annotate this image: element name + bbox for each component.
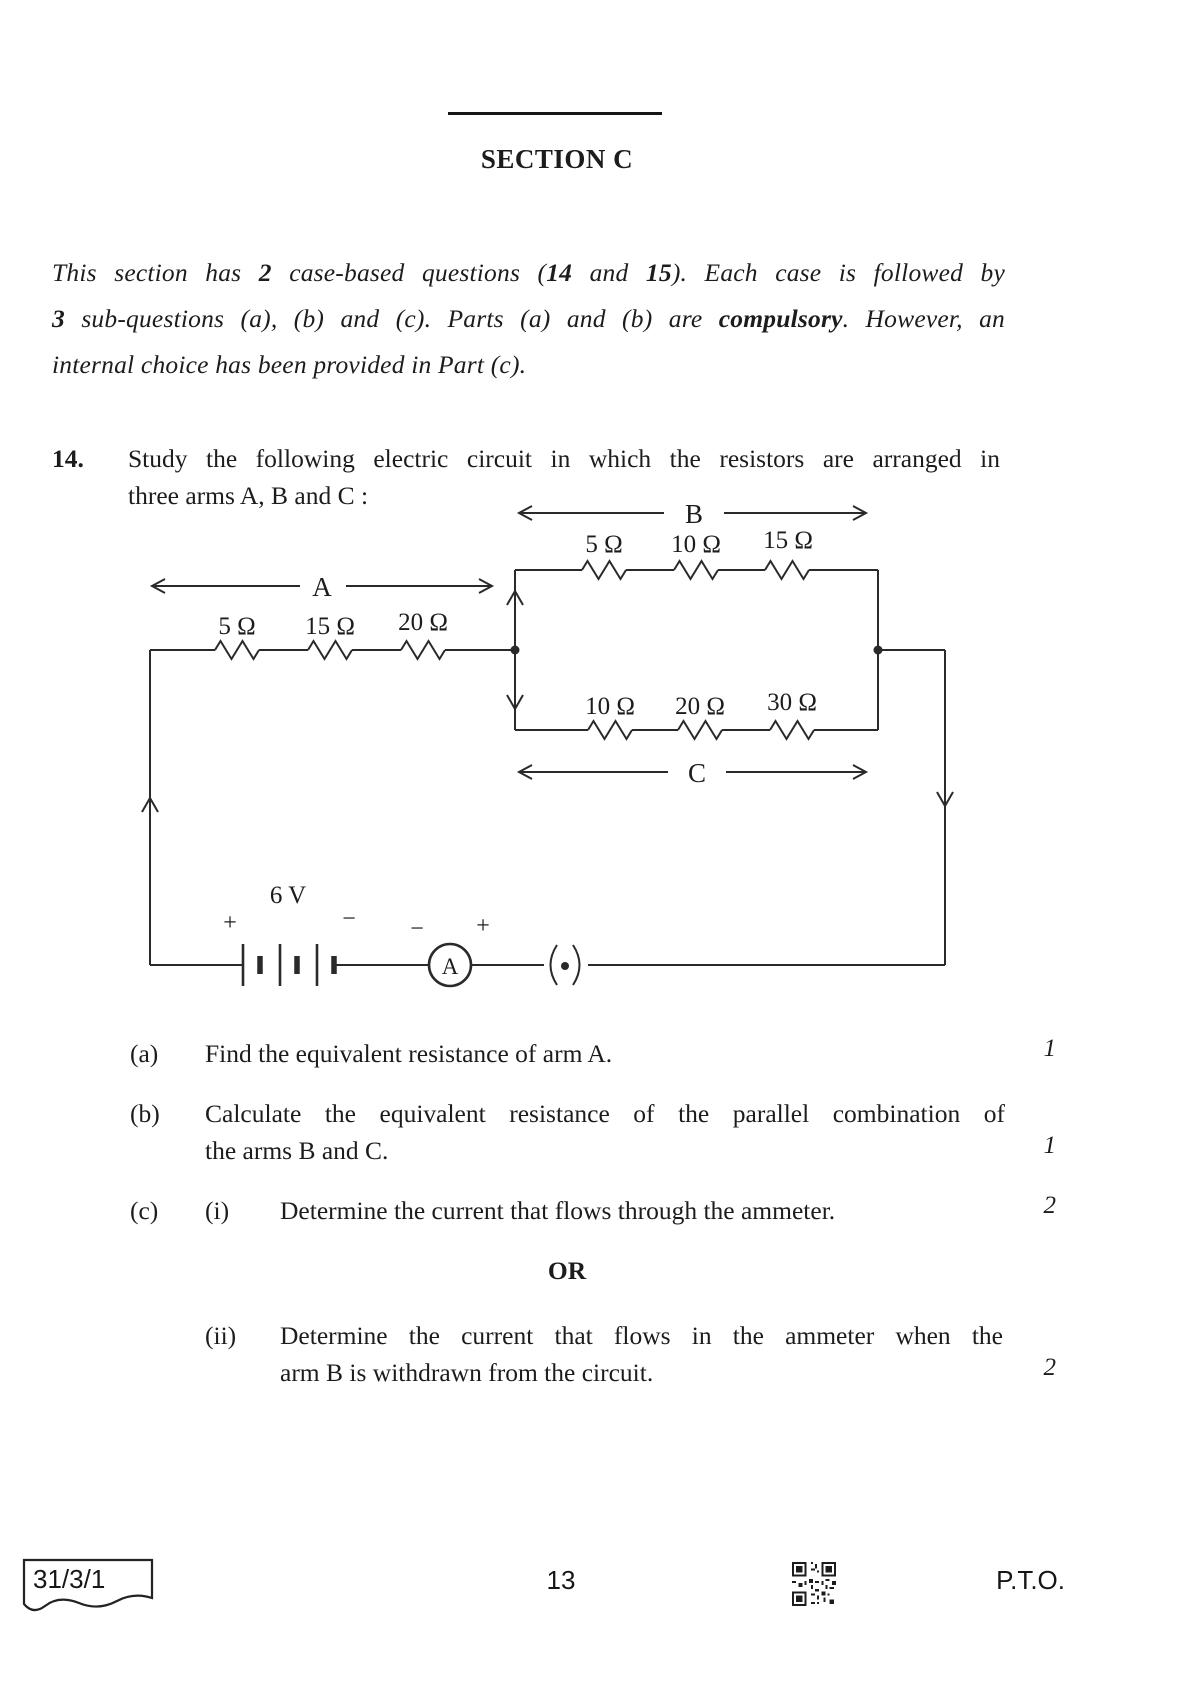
up-arrow-icon	[141, 795, 159, 813]
intro-text: case-based questions (	[271, 258, 547, 287]
header-rule	[448, 112, 662, 115]
resistor-icon	[400, 639, 446, 661]
resistor-value: 20 Ω	[398, 609, 448, 636]
plug-key-icon	[549, 944, 581, 986]
question-c-ii-line-1: Determine the current that flows in the …	[280, 1321, 1003, 1350]
intro-bold: 2	[258, 258, 272, 287]
up-arrow-icon	[506, 588, 524, 606]
page-number: 13	[546, 1565, 576, 1595]
question-c-label: (c)	[130, 1196, 159, 1225]
intro-bold: 3	[52, 304, 65, 333]
down-arrow-icon	[506, 694, 524, 712]
resistor-value: 10 Ω	[585, 693, 635, 720]
question-a-label: (a)	[130, 1039, 159, 1068]
qr-code	[792, 1562, 836, 1606]
resistor-icon	[677, 719, 723, 741]
resistor-value: 5 Ω	[585, 531, 622, 558]
arm-c-span-arrow: C	[516, 758, 869, 788]
arm-a-span-arrow: A	[149, 572, 495, 602]
question-c-ii-line-2: arm B is withdrawn from the circuit.	[280, 1358, 654, 1387]
arm-c-label: C	[688, 758, 706, 788]
resistor-value: 15 Ω	[305, 613, 355, 640]
intro-text: and	[572, 258, 646, 287]
paper-code-flag: 31/3/1	[22, 1558, 154, 1612]
question-c-i-text: Determine the current that flows through…	[280, 1196, 836, 1225]
outer-loop-wires	[141, 649, 954, 965]
resistor-icon	[673, 559, 719, 581]
node-dot	[510, 645, 520, 655]
ammeter-icon: A − +	[410, 913, 490, 988]
resistor-value: 5 Ω	[218, 613, 255, 640]
intro-line-1: This section has 2 case-based questions …	[52, 258, 1005, 288]
intro-line-3: internal choice has been provided in Par…	[52, 350, 1005, 380]
arm-c-branch: 10 Ω 20 Ω 30 Ω	[515, 689, 878, 741]
resistor-icon	[769, 719, 815, 741]
question-c-ii-label: (ii)	[205, 1321, 237, 1350]
battery-minus-sign: −	[342, 906, 356, 932]
intro-text: ). Each case is followed by	[671, 258, 1005, 287]
circuit-diagram: B 5 Ω 10 Ω 15 Ω A	[141, 499, 954, 988]
question-c-ii-marks: 2	[1043, 1354, 1057, 1381]
intro-text: This section has	[52, 258, 259, 287]
arm-a-label: A	[312, 572, 332, 602]
or-separator: OR	[547, 1256, 587, 1285]
battery-icon: 6 V + −	[223, 882, 356, 986]
paper-code: 31/3/1	[33, 1564, 105, 1594]
resistor-icon	[214, 639, 260, 661]
intro-bold: compulsory	[718, 304, 843, 333]
intro-bold: 14	[546, 258, 573, 287]
ammeter-plus-sign: +	[476, 913, 490, 939]
ammeter-letter: A	[442, 954, 459, 979]
question-number: 14.	[52, 444, 84, 473]
resistor-value: 15 Ω	[763, 527, 813, 554]
question-b-marks: 1	[1043, 1132, 1057, 1159]
down-arrow-icon	[936, 791, 954, 809]
intro-text: sub-questions (a), (b) and (c). Parts (a…	[64, 304, 719, 333]
resistor-icon	[587, 719, 633, 741]
intro-bold: 15	[645, 258, 672, 287]
question-b-line-2: the arms B and C.	[205, 1136, 389, 1165]
question-14-line-2: three arms A, B and C :	[128, 481, 369, 510]
intro-text: internal choice has been provided in Par…	[52, 350, 527, 379]
resistor-icon	[764, 559, 810, 581]
question-b-label: (b)	[130, 1099, 160, 1128]
section-title: SECTION C	[480, 144, 634, 174]
resistor-value: 10 Ω	[671, 531, 721, 558]
resistor-icon	[581, 559, 627, 581]
battery-plus-sign: +	[223, 910, 237, 936]
arm-b-label: B	[685, 499, 703, 529]
resistor-icon	[307, 639, 353, 661]
battery-voltage: 6 V	[270, 882, 306, 909]
question-a-text: Find the equivalent resistance of arm A.	[205, 1039, 613, 1068]
question-14-line-1: Study the following electric circuit in …	[128, 444, 1000, 473]
bottom-wire: 6 V + − A − +	[150, 882, 945, 988]
resistor-value: 30 Ω	[767, 689, 817, 716]
intro-line-2: 3 sub-questions (a), (b) and (c). Parts …	[52, 304, 1005, 334]
question-b-line-1: Calculate the equivalent resistance of t…	[205, 1099, 1005, 1128]
ammeter-minus-sign: −	[410, 916, 424, 942]
question-c-i-marks: 2	[1043, 1192, 1057, 1219]
arm-a-branch: 5 Ω 15 Ω 20 Ω	[150, 609, 515, 661]
question-a-marks: 1	[1043, 1035, 1057, 1062]
question-c-i-label: (i)	[205, 1196, 230, 1225]
resistor-value: 20 Ω	[675, 693, 725, 720]
arm-b-span-arrow: B	[516, 499, 869, 529]
intro-text: . However, an	[842, 304, 1006, 333]
arm-b-branch: 5 Ω 10 Ω 15 Ω	[515, 527, 878, 581]
pto-label: P.T.O.	[996, 1565, 1065, 1595]
